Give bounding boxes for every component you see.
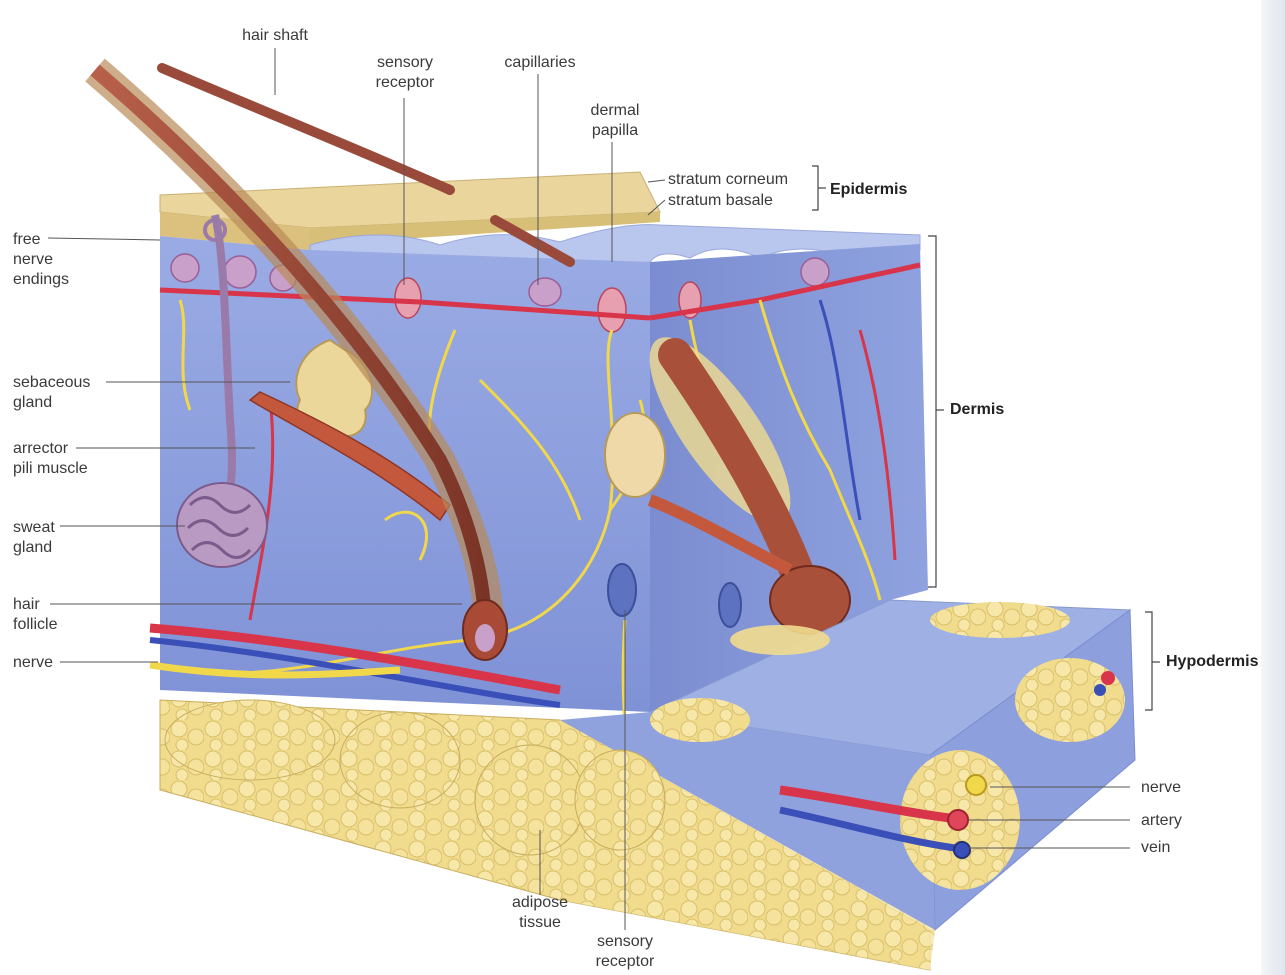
label-hypodermis: Hypodermis bbox=[1166, 652, 1258, 672]
label-nerve-right: nerve bbox=[1141, 778, 1181, 798]
page-edge-shadow bbox=[1261, 0, 1285, 975]
label-stratum-basale: stratum basale bbox=[668, 191, 773, 211]
label-sebaceous-gland: sebaceous gland bbox=[13, 373, 90, 413]
label-dermis: Dermis bbox=[950, 400, 1004, 420]
label-adipose-tissue: adipose tissue bbox=[495, 893, 585, 933]
label-hair-shaft: hair shaft bbox=[225, 26, 325, 46]
label-vein: vein bbox=[1141, 838, 1170, 858]
label-free-nerve-endings: free nerve endings bbox=[13, 230, 69, 290]
label-artery: artery bbox=[1141, 811, 1182, 831]
label-hair-follicle: hair follicle bbox=[13, 595, 57, 635]
label-sweat-gland: sweat gland bbox=[13, 518, 55, 558]
label-nerve-left: nerve bbox=[13, 653, 53, 673]
label-sensory-receptor-top: sensory receptor bbox=[360, 53, 450, 93]
label-dermal-papilla: dermal papilla bbox=[570, 101, 660, 141]
label-stratum-corneum: stratum corneum bbox=[668, 170, 788, 190]
label-epidermis: Epidermis bbox=[830, 180, 907, 200]
label-capillaries: capillaries bbox=[490, 53, 590, 73]
label-arrector-pili-muscle: arrector pili muscle bbox=[13, 439, 88, 479]
label-sensory-receptor-bottom: sensory receptor bbox=[580, 932, 670, 972]
